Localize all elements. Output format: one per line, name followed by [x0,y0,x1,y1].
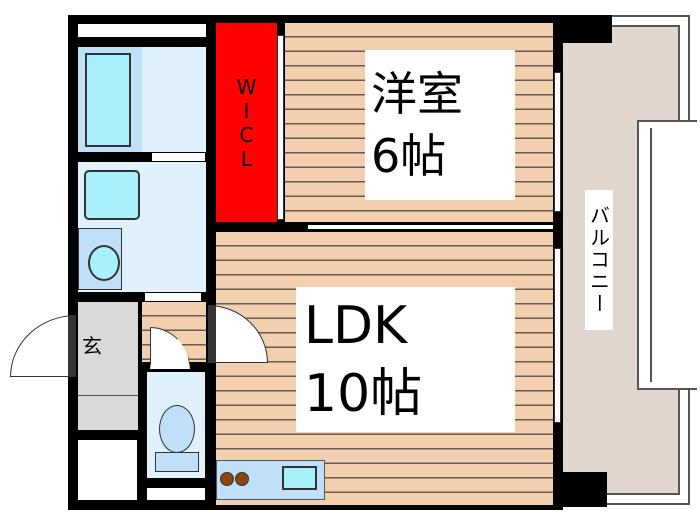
balcony-label: バルコニー [585,190,613,330]
entrance [78,302,138,430]
western-room-label: 洋室 6帖 [365,50,515,200]
kitchen-sink-icon [282,466,317,490]
shoe-storage [78,440,137,500]
room-sliding-door[interactable] [308,225,553,229]
washbasin-icon [84,170,140,220]
ldk-window[interactable] [554,248,561,423]
western-window[interactable] [554,72,561,212]
top-storage [78,24,206,37]
entrance-door[interactable] [10,315,76,377]
bath-wash-area [142,47,206,152]
toilet-bowl-icon [88,245,120,281]
wicl: W I C L [216,23,277,222]
entrance-step [78,395,138,396]
bathroom-door[interactable] [152,153,205,161]
ldk-label: LDK 10帖 [296,287,515,432]
entrance-label: 玄 [82,334,102,358]
washroom-door[interactable] [145,293,201,301]
wicl-folding-door[interactable] [277,35,284,220]
toilet-bowl-icon [159,405,195,453]
balcony-notch-fill [650,128,700,382]
toilet-tank-icon [155,452,199,472]
corner-column-bottom [555,472,607,507]
toilet-storage [147,488,205,500]
stove-burner-icon [220,472,234,486]
stove-burner-icon [235,472,249,486]
bathtub-icon [85,53,131,147]
corner-column-top [555,15,612,43]
